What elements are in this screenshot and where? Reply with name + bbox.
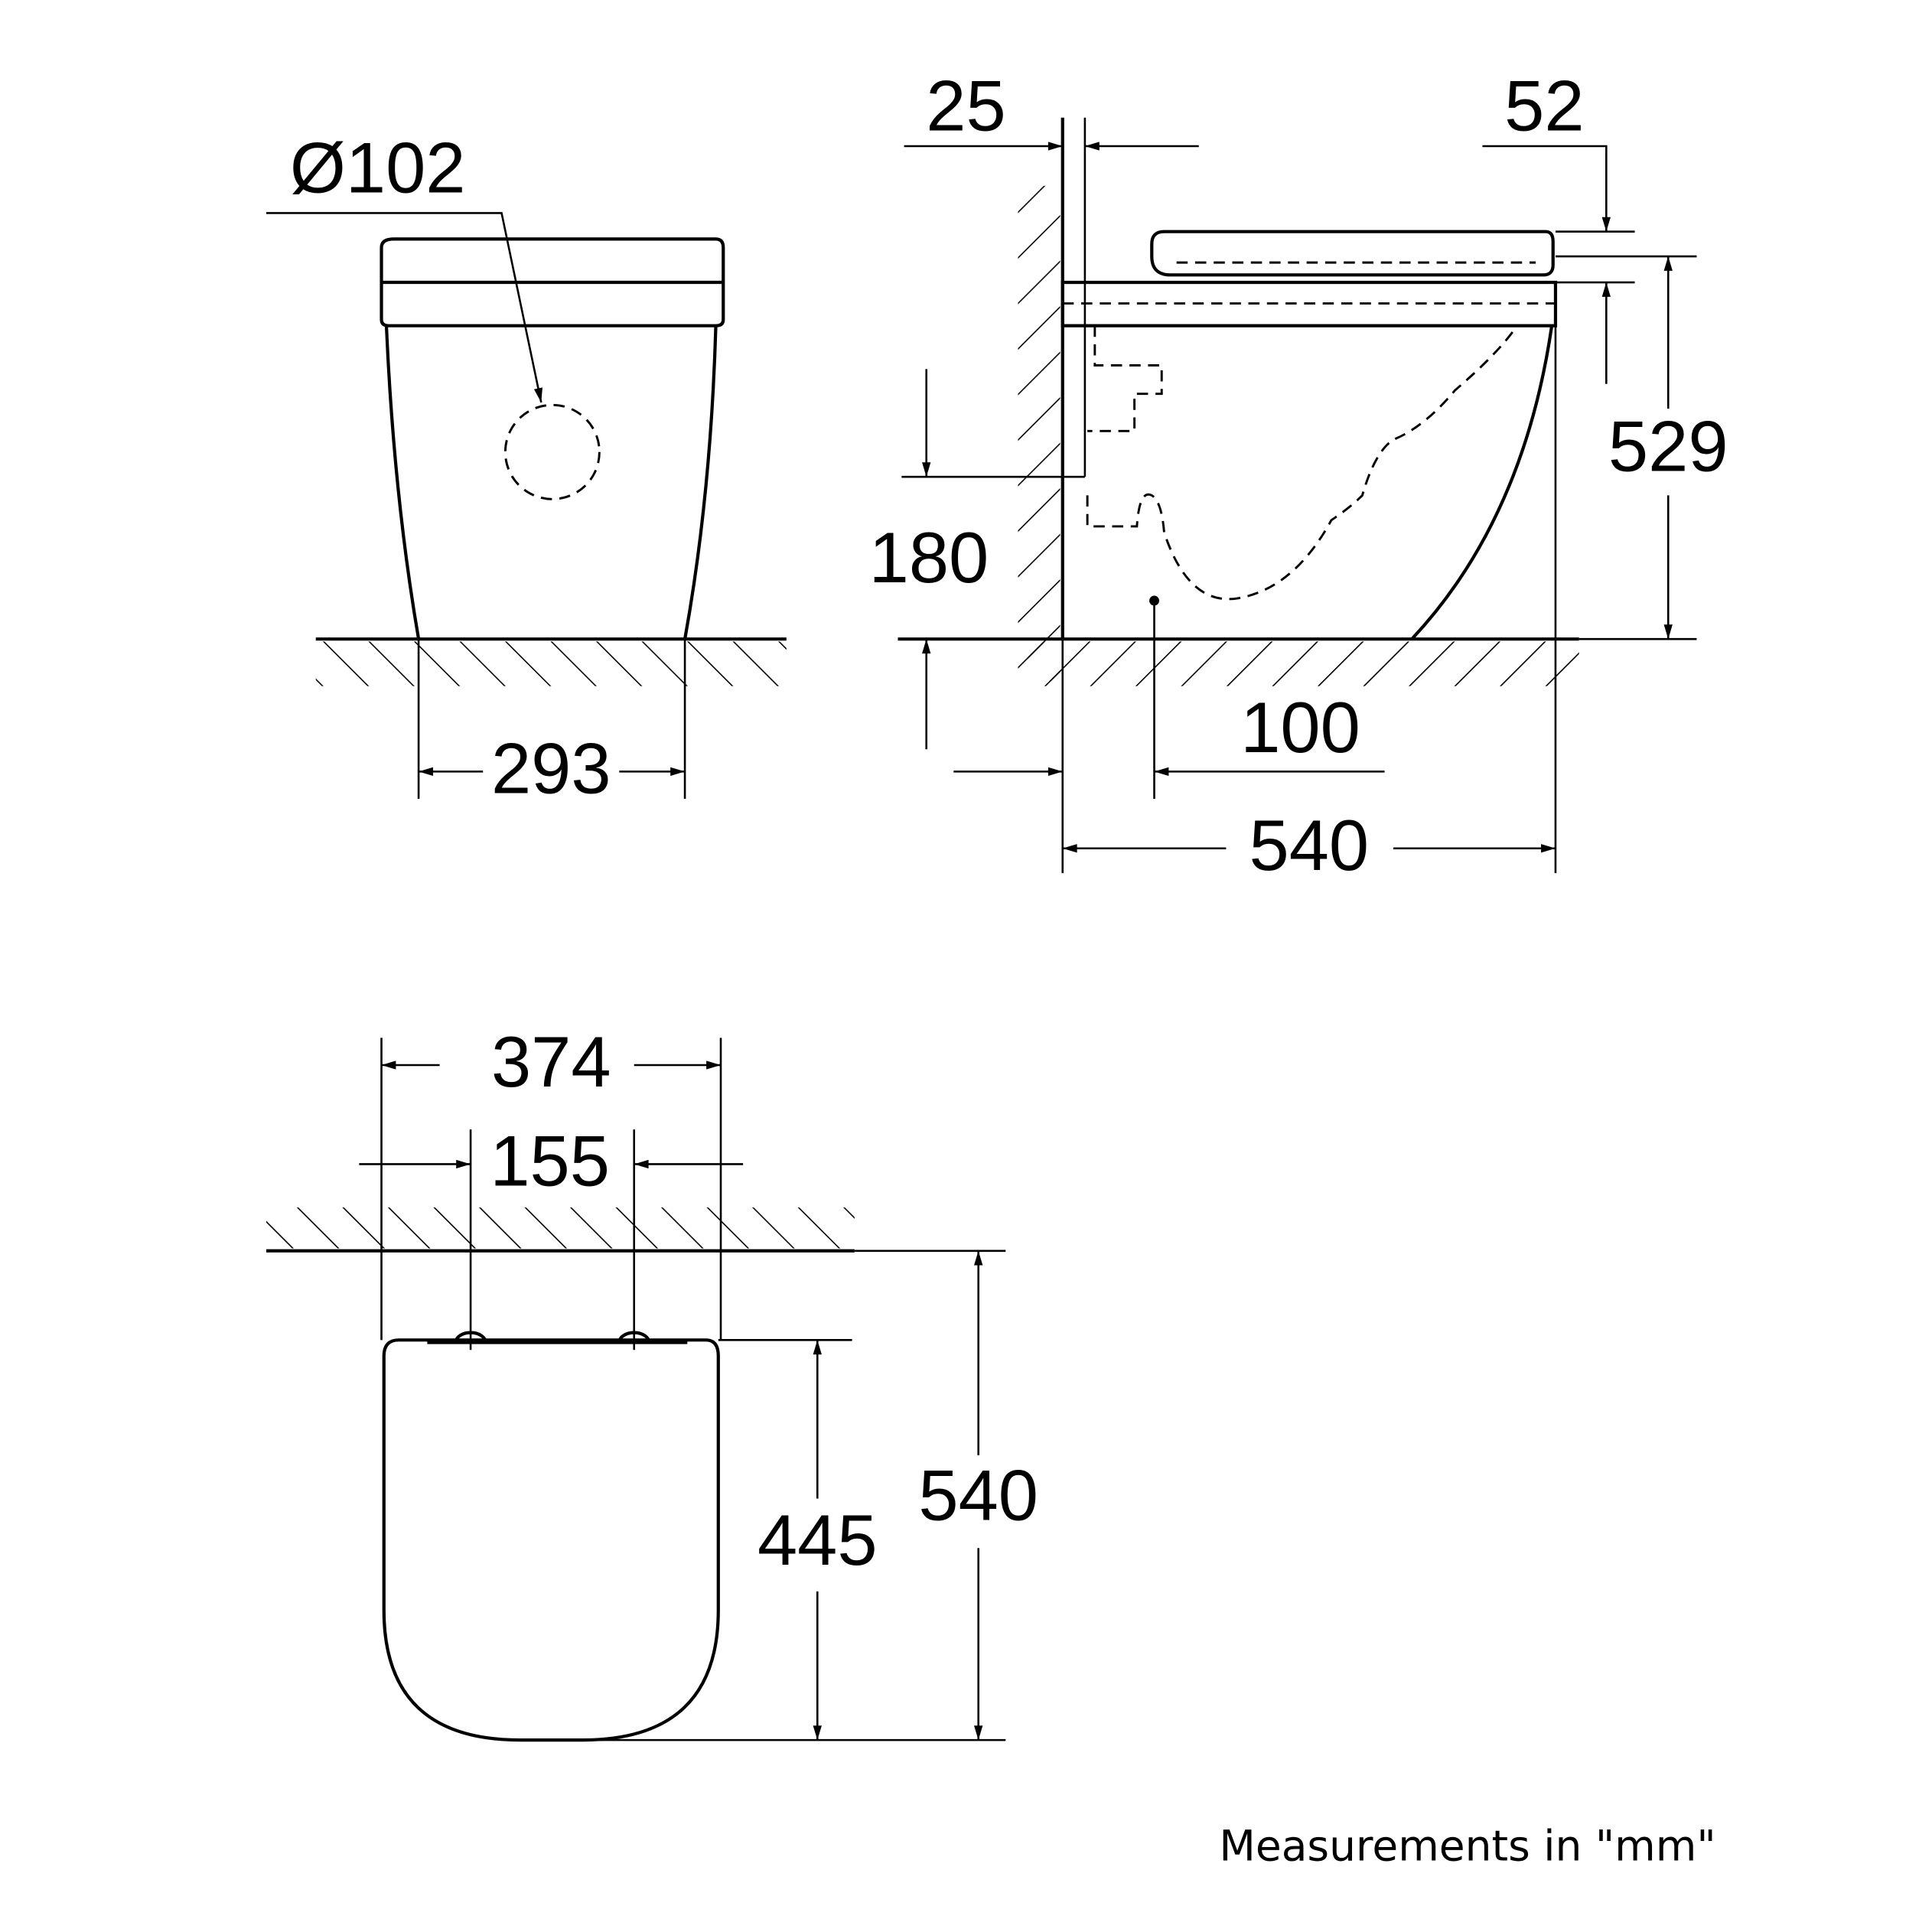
dim-seat-length: 445 (757, 1500, 878, 1580)
dim-total-height: 529 (1608, 406, 1728, 487)
dim-outlet-offset: 100 (1240, 687, 1360, 767)
bowl-outline (1410, 325, 1554, 640)
dim-top-width: 374 (491, 1021, 611, 1102)
seat-outline (382, 1338, 720, 1742)
bowl-outline (384, 325, 718, 640)
dim-outlet-height: 180 (869, 517, 989, 598)
floor-hatch (1028, 641, 1579, 686)
front-view: Ø102 293 (266, 127, 787, 808)
side-view: 25 52 529 180 100 540 (869, 65, 1728, 885)
units-note: Measurements in "mm" (1219, 1822, 1715, 1871)
dim-front-width: 293 (491, 728, 611, 808)
outlet-circle (503, 403, 601, 500)
dim-wall-gap: 25 (926, 65, 1005, 145)
top-view: 374 155 445 540 (266, 1021, 1038, 1742)
dim-side-depth: 540 (1249, 805, 1370, 885)
outlet-point (1149, 595, 1159, 606)
wall-hatch (1018, 185, 1060, 682)
dim-hinge-spacing: 155 (490, 1121, 610, 1201)
wall-hatch (266, 1207, 855, 1249)
seat-lid (1150, 230, 1555, 277)
dim-outlet-diameter: Ø102 (290, 127, 466, 207)
dim-top-depth: 540 (918, 1455, 1038, 1536)
dim-seat-height: 52 (1504, 65, 1584, 145)
floor-hatch (315, 641, 787, 686)
